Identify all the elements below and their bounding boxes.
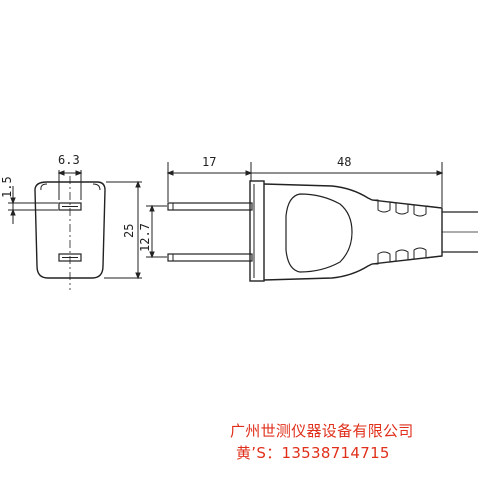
plug-face-inner-left <box>40 183 48 191</box>
company-name-caption: 广州世测仪器设备有限公司 <box>230 422 414 440</box>
dim-spacing-arrow-bottom <box>149 251 155 259</box>
dim-width-arrow-right <box>75 170 83 176</box>
dim-pin-label: 17 <box>202 155 216 169</box>
plug-face-inner-right <box>92 183 101 191</box>
dim-pin-arrow-right <box>245 170 253 176</box>
plug-body-grip <box>285 193 353 273</box>
dim-spacing-label: 12.7 <box>138 223 152 252</box>
dim-body-arrow-right <box>436 170 444 176</box>
dim-offset-arrow-bottom <box>10 208 16 216</box>
dim-spacing-arrow-top <box>149 204 155 212</box>
dim-pin-arrow-left <box>166 170 174 176</box>
dim-height-label: 25 <box>122 224 136 238</box>
dim-offset-label: 1.5 <box>0 176 14 198</box>
strain-relief-bottom <box>372 247 443 265</box>
dim-height-arrow-bottom <box>135 272 141 280</box>
contact-caption: 黄’S：13538714715 <box>236 444 390 462</box>
dim-offset-arrow-top <box>10 197 16 205</box>
pin-bottom <box>167 253 253 262</box>
dim-body-label: 48 <box>337 155 351 169</box>
dim-width-label: 6.3 <box>58 153 80 167</box>
dim-height-arrow-top <box>135 180 141 188</box>
front-view <box>8 170 142 290</box>
pin-top <box>167 202 253 211</box>
side-view <box>146 162 478 282</box>
plug-flange <box>249 180 265 282</box>
plug-face-outline <box>34 181 106 279</box>
dim-width-arrow-left <box>57 170 65 176</box>
strain-relief-top <box>372 199 443 217</box>
